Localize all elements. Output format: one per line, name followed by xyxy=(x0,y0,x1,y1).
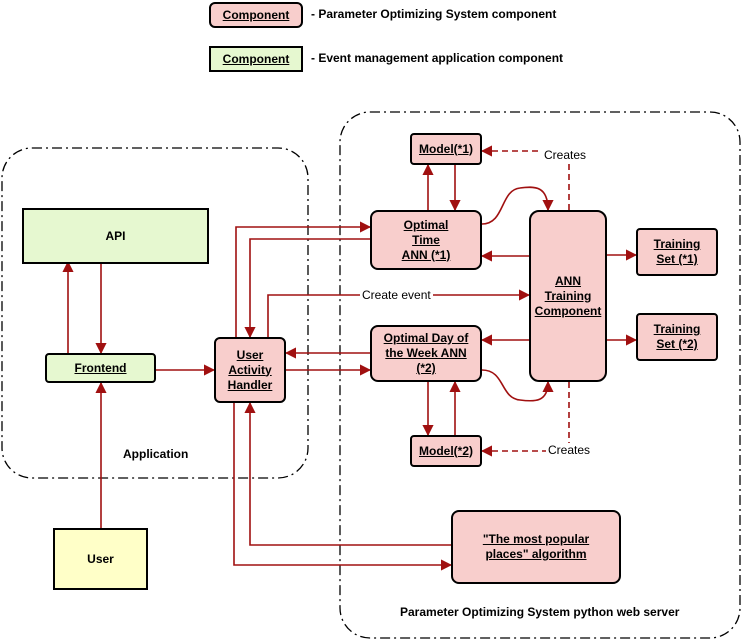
handler-to-time-ann-arrow xyxy=(235,221,372,337)
time-ann-node: Optimal Time ANN (*1) xyxy=(370,210,482,270)
creates-bottom-label: Creates xyxy=(546,443,593,457)
model1-node: Model(*1) xyxy=(410,133,482,165)
model2-node: Model(*2) xyxy=(410,435,482,467)
server-group-border xyxy=(339,111,741,639)
api-node: API xyxy=(22,208,209,264)
training-set1-node: Training Set (*1) xyxy=(636,228,718,276)
application-group-border xyxy=(1,147,309,479)
popular-places-node: "The most popular places" algorithm xyxy=(451,510,621,584)
handler-to-popular-arrow xyxy=(233,403,453,571)
legend-swatch-pink: Component xyxy=(209,2,303,28)
legend-swatch-green: Component xyxy=(209,46,303,72)
server-group-label: Parameter Optimizing System python web s… xyxy=(400,605,680,619)
training-set2-node: Training Set (*2) xyxy=(636,313,718,361)
create-event-arrow xyxy=(267,289,531,337)
creates-top-label: Creates xyxy=(542,148,589,162)
legend-text-green: - Event management application component xyxy=(311,51,564,65)
activity-handler-node: User Activity Handler xyxy=(214,337,286,403)
popular-to-handler-arrow xyxy=(244,401,451,546)
frontend-node: Frontend xyxy=(45,353,156,383)
user-node: User xyxy=(53,528,148,590)
dow-ann-node: Optimal Day of the Week ANN (*2) xyxy=(370,325,482,382)
training-component-node: ANN Training Component xyxy=(529,210,607,382)
create-event-label: Create event xyxy=(360,288,433,302)
legend-text-pink: - Parameter Optimizing System component xyxy=(311,7,557,21)
time-ann-to-handler-arrow xyxy=(244,238,370,339)
application-group-label: Application xyxy=(123,447,189,461)
